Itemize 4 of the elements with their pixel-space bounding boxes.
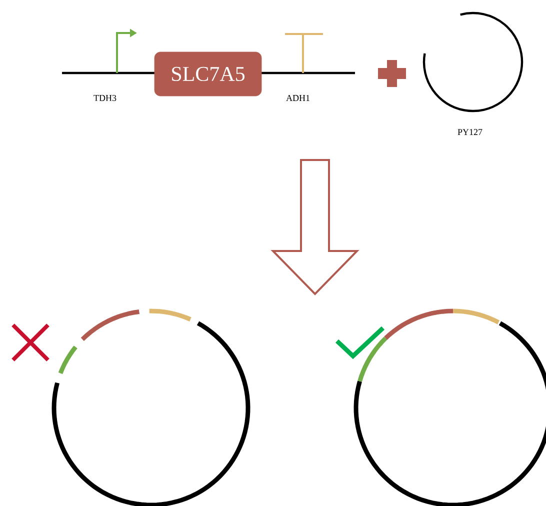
gene-label: PY127	[458, 129, 482, 135]
gene-label: TDH3	[94, 94, 116, 102]
gene-box: SLC7A5	[154, 52, 262, 96]
gene-label: ADH1	[286, 95, 310, 101]
